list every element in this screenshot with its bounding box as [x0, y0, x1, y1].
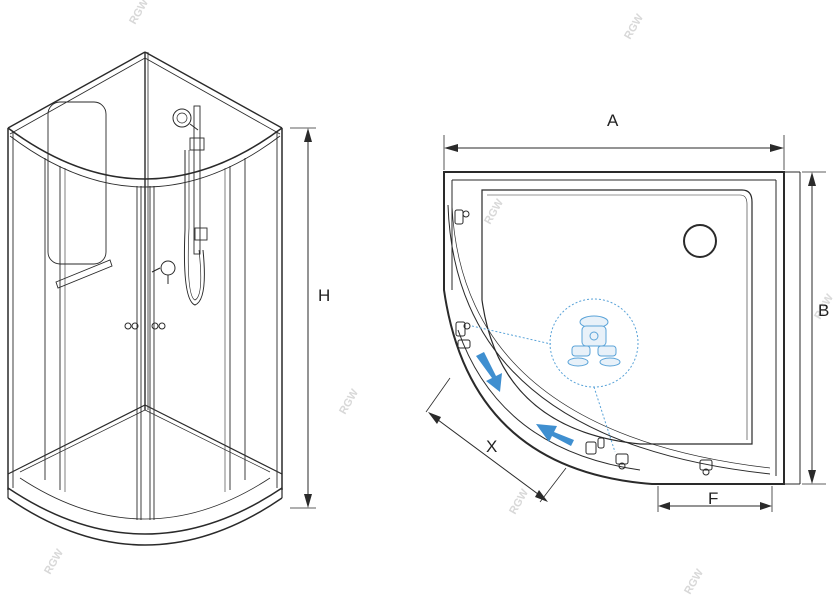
water-flow-arrow-icon — [536, 424, 574, 446]
watermark-text: RGW — [622, 12, 646, 42]
drain-icon — [683, 224, 717, 258]
roller-icon — [615, 453, 629, 470]
watermark-text: RGW — [507, 487, 531, 517]
height-dimension: H — [290, 127, 330, 509]
depth-b-dimension: B — [802, 171, 829, 485]
watermark-text: RGW — [482, 197, 506, 227]
tray-f-dimension: F — [657, 486, 773, 512]
water-flow-arrow-icon — [476, 352, 502, 392]
door-x-dimension: X — [425, 377, 567, 503]
roller-detail-magnifier-icon — [471, 298, 639, 453]
tray-f-label: F — [708, 489, 718, 508]
shower-tray-top-view — [443, 171, 801, 485]
roller-icon — [699, 459, 713, 476]
shower-cabin-perspective-drawing — [7, 51, 283, 546]
door-x-label: X — [486, 437, 497, 456]
depth-b-label: B — [818, 301, 829, 320]
width-a-dimension: A — [443, 111, 785, 170]
watermark-text: RGW — [682, 567, 706, 597]
roller-icon — [455, 321, 471, 349]
roller-icon — [454, 209, 470, 225]
watermark-text: RGW — [127, 0, 151, 27]
roller-icon — [585, 437, 605, 455]
width-a-label: A — [607, 111, 619, 130]
watermark-text: RGW — [337, 387, 361, 417]
height-label: H — [318, 286, 330, 305]
watermark-text: RGW — [42, 547, 66, 577]
